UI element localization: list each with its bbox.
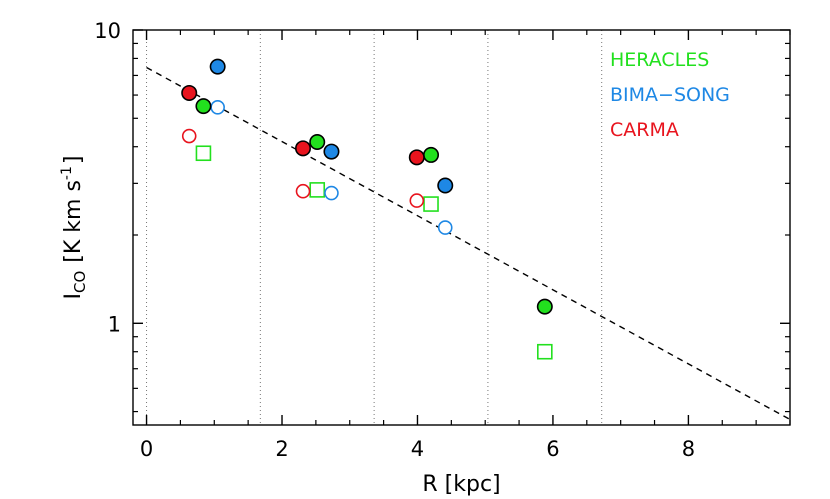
filled-circle-bima-song — [209, 58, 226, 75]
filled-circle-heracles — [195, 98, 212, 115]
x-axis-label: R [kpc] — [422, 472, 500, 497]
axis-ticks — [133, 29, 791, 425]
x-tick-label: 4 — [411, 437, 424, 461]
y-tick-label: 1 — [108, 312, 121, 336]
open-circle-bima-song — [437, 220, 453, 235]
y-tick-label: 10 — [94, 19, 121, 43]
x-tick-label: 8 — [682, 437, 695, 461]
y-axis-label-units-close: ] — [61, 156, 86, 165]
open-square-heracles — [309, 182, 326, 198]
open-circle-carma — [295, 183, 311, 199]
x-tick-label: 6 — [546, 437, 559, 461]
legend-label-heracles: HERACLES — [610, 49, 709, 71]
x-tick-label: 0 — [140, 437, 153, 461]
open-square-heracles — [195, 145, 212, 162]
plot-frame — [132, 29, 791, 426]
filled-circle-heracles — [423, 146, 440, 163]
filled-circle-carma — [181, 84, 198, 101]
legend-label-bima-song: BIMA−SONG — [610, 84, 730, 106]
fit-line — [146, 66, 791, 421]
x-tick-label: 2 — [275, 437, 288, 461]
data-points — [181, 58, 553, 360]
filled-circle-heracles — [536, 298, 553, 315]
filled-circle-heracles — [309, 134, 326, 151]
y-axis-label-units: [K km s — [61, 180, 86, 263]
filled-circle-carma — [408, 149, 425, 166]
open-square-heracles — [537, 343, 553, 360]
tick-labels: 0 2 4 6 8 1 10 — [94, 19, 695, 461]
y-axis-label-main: I — [61, 293, 86, 300]
open-circle-carma — [409, 193, 425, 208]
open-circle-carma — [181, 128, 197, 144]
filled-circle-bima-song — [437, 177, 454, 194]
legend-label-carma: CARMA — [610, 119, 679, 141]
open-circle-bima-song — [324, 185, 339, 201]
open-square-heracles — [423, 196, 439, 212]
filled-circle-bima-song — [323, 143, 340, 160]
y-axis-label: ICO [K km s-1] — [59, 156, 89, 300]
vertical-grid-lines — [146, 30, 603, 425]
open-circle-bima-song — [210, 100, 225, 115]
y-axis-label-subscript: CO — [71, 271, 89, 293]
filled-circle-carma — [295, 140, 312, 157]
y-axis-label-superscript: -1 — [59, 166, 75, 180]
legend: HERACLES BIMA−SONG CARMA — [610, 49, 730, 141]
